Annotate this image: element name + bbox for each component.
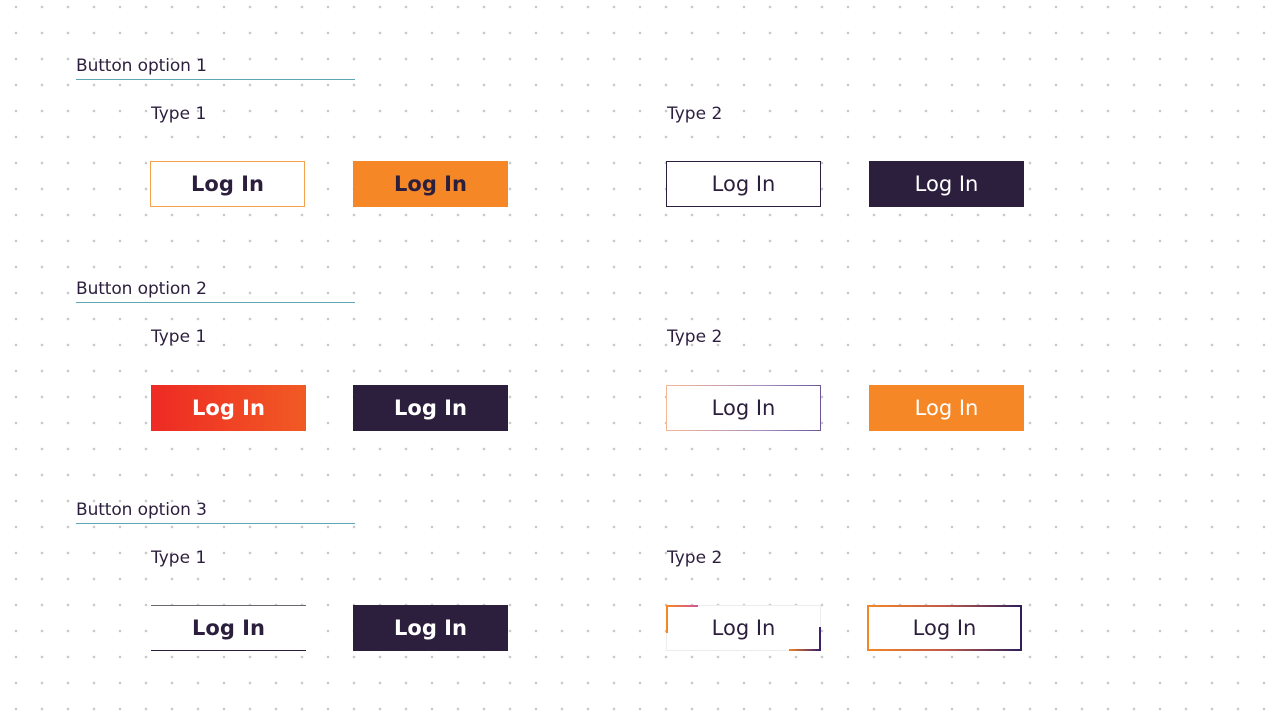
button-label: Log In (394, 615, 467, 640)
section-title-underline (76, 523, 355, 524)
button-label: Log In (914, 395, 979, 420)
section-title-underline (76, 302, 355, 303)
button-label: Log In (394, 171, 467, 196)
button-label: Log In (192, 395, 265, 420)
type-2-label: Type 2 (667, 548, 723, 568)
button-label: Log In (711, 615, 776, 640)
button-label: Log In (394, 395, 467, 420)
button-label: Log In (912, 615, 977, 640)
button-label: Log In (711, 395, 776, 420)
login-button-filled-orange[interactable]: Log In (869, 385, 1024, 431)
section-title-option-1: Button option 1 (76, 56, 355, 80)
login-button-filled-dark[interactable]: Log In (353, 385, 508, 431)
type-1-label: Type 1 (151, 548, 207, 568)
type-1-label: Type 1 (151, 104, 207, 124)
section-title-option-2: Button option 2 (76, 279, 355, 303)
login-button-outline-dark[interactable]: Log In (666, 161, 821, 207)
button-label: Log In (191, 171, 264, 196)
type-1-label: Type 1 (151, 327, 207, 347)
login-button-corner-accent[interactable]: Log In (666, 605, 821, 651)
type-2-label: Type 2 (667, 104, 723, 124)
button-label: Log In (711, 171, 776, 196)
button-label: Log In (914, 171, 979, 196)
section-title-text: Button option 3 (76, 500, 207, 520)
section-title-underline (76, 79, 355, 80)
login-button-outline-orange[interactable]: Log In (150, 161, 305, 207)
login-button-gradient-border[interactable]: Log In (867, 605, 1022, 651)
section-title-option-3: Button option 3 (76, 500, 355, 524)
login-button-filled-orange[interactable]: Log In (353, 161, 508, 207)
login-button-filled-dark[interactable]: Log In (353, 605, 508, 651)
login-button-gradient-red[interactable]: Log In (151, 385, 306, 431)
type-2-label: Type 2 (667, 327, 723, 347)
section-title-text: Button option 2 (76, 279, 207, 299)
corner-accent-top-left (666, 605, 698, 633)
login-button-gradient-outline[interactable]: Log In (666, 385, 821, 431)
login-button-filled-dark[interactable]: Log In (869, 161, 1024, 207)
login-button-top-bottom-border[interactable]: Log In (151, 605, 306, 651)
button-label: Log In (192, 615, 265, 640)
section-title-text: Button option 1 (76, 56, 207, 76)
corner-accent-bottom-right (789, 627, 821, 651)
